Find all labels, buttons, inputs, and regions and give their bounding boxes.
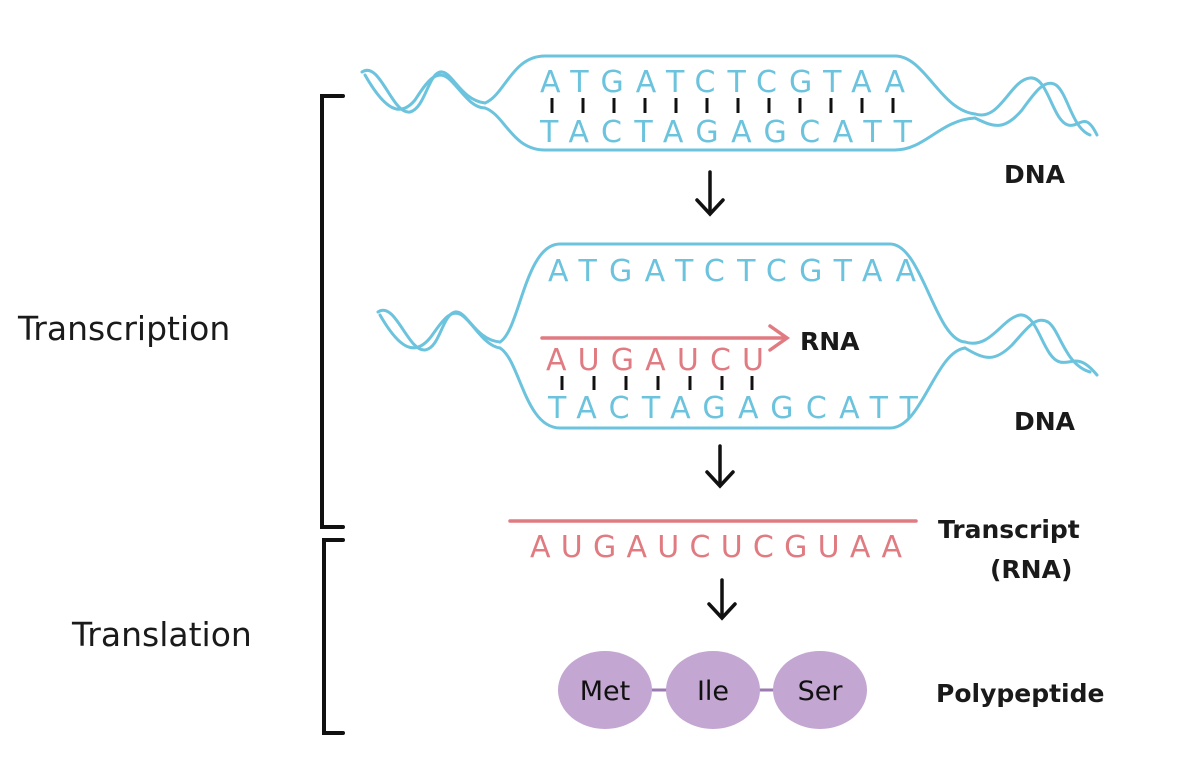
rna-transcript-strand: AUGAUCUCGUAA (530, 530, 902, 565)
hydrogen-bonds-top (550, 98, 895, 113)
arrow-down-3 (707, 578, 737, 621)
dna-mid-coding-strand: ATGATCTCGTAA (548, 254, 916, 289)
dna-mid-helix (376, 242, 1099, 430)
hydrogen-bonds-mid (560, 376, 754, 390)
amino-acid-ser-label: Ser (798, 676, 844, 707)
transcript-label: Transcript (938, 515, 1080, 544)
arrow-down-2 (705, 444, 735, 489)
transcript-sub-label: (RNA) (990, 555, 1072, 584)
dna-mid-label: DNA (1014, 407, 1076, 436)
dna-top-base-pairs: ATGATCTCGTAA TACTAGAGCATT (539, 65, 913, 150)
amino-acid-ile (666, 651, 760, 729)
translation-label: Translation (71, 615, 252, 654)
amino-acid-met (558, 651, 652, 729)
arrow-down-1 (695, 170, 725, 217)
dna-top-helix (360, 54, 1099, 152)
rna-synthesis-arrow (540, 324, 791, 352)
polypeptide-chain: Met Ile Ser (558, 651, 867, 729)
dna-top-template-strand: TACTAGAGCATT (539, 115, 913, 150)
dna-top-coding-strand: ATGATCTCGTAA (540, 65, 905, 100)
dna-mid-template-strand: TACTAGAGCATT (547, 391, 919, 426)
transcription-bracket (320, 94, 345, 529)
dna-top-label: DNA (1004, 160, 1066, 189)
rna-arrow-label: RNA (800, 327, 860, 356)
translation-bracket (322, 538, 345, 735)
transcription-label: Transcription (17, 309, 230, 348)
rna-partial-strand: AUGAUCU (546, 343, 764, 378)
amino-acid-ser (773, 651, 867, 729)
amino-acid-met-label: Met (580, 676, 631, 707)
polypeptide-label: Polypeptide (936, 679, 1104, 708)
amino-acid-ile-label: Ile (697, 676, 729, 707)
